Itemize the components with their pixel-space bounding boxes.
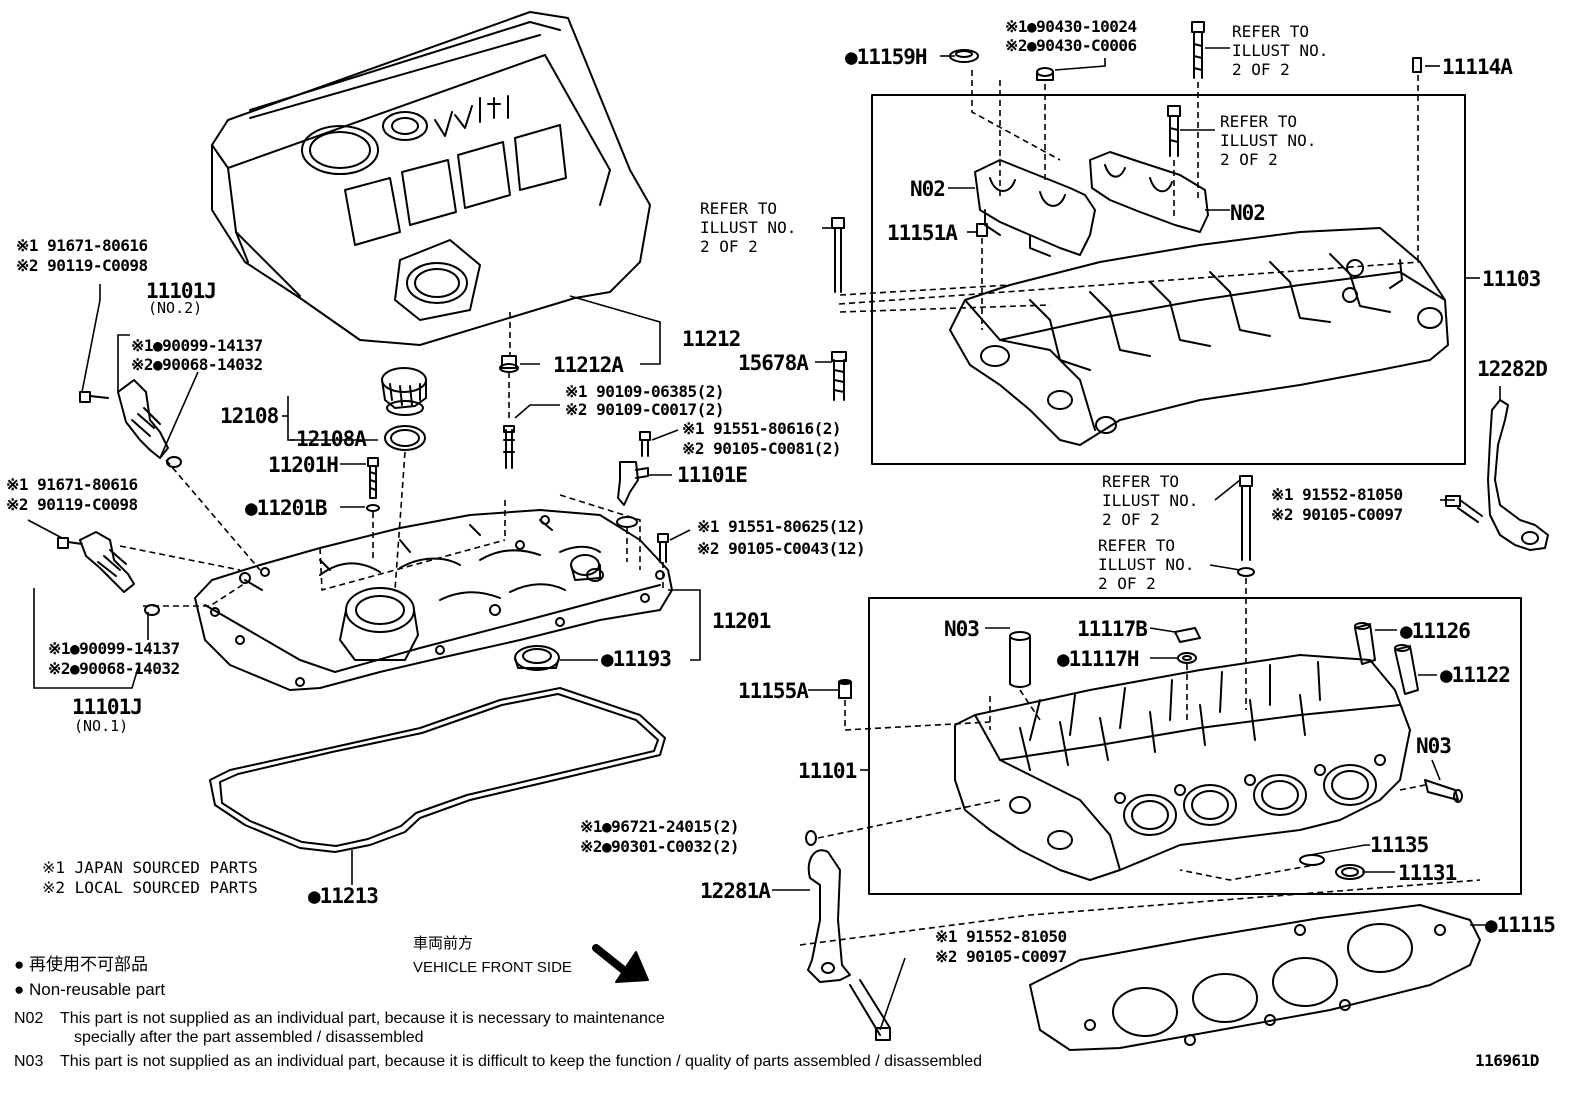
part-label-12281A[interactable]: 12281A: [700, 879, 771, 903]
part-label-90105-c0097-top[interactable]: ※2 90105-C0097: [1271, 505, 1403, 524]
cylinder-head-drawing: [954, 654, 1411, 881]
part-label-n03-right[interactable]: N03: [1416, 734, 1452, 758]
part-label-91552-81050-bottom[interactable]: ※1 91552-81050: [935, 927, 1067, 946]
part-label-12108[interactable]: 12108: [220, 404, 279, 428]
engine-cover-drawing: [211, 11, 651, 346]
part-label-11212A[interactable]: 11212A: [553, 353, 624, 377]
part-label-90430-10024[interactable]: ※1●90430-10024: [1005, 17, 1137, 36]
cam-position-sensor-drawing: [616, 431, 651, 528]
part-label-11201B[interactable]: ●11201B: [245, 496, 328, 520]
part-label-11126[interactable]: ●11126: [1400, 619, 1471, 643]
part-label-11135[interactable]: 11135: [1370, 833, 1429, 857]
part-label-90068-14032-no1[interactable]: ※2●90068-14032: [48, 659, 180, 678]
part-label-90119-c0098-no1[interactable]: ※2 90119-C0098: [6, 495, 138, 514]
part-label-90105-c0097-bottom[interactable]: ※2 90105-C0097: [935, 947, 1067, 966]
oil-control-valve-no1-drawing: [57, 531, 160, 616]
part-label-90099-14137-no1[interactable]: ※1●90099-14137: [48, 639, 180, 658]
part-label-11122[interactable]: ●11122: [1440, 663, 1511, 687]
part-label-n03-tube[interactable]: N03: [944, 617, 980, 641]
part-label-90109-06385[interactable]: ※1 90109-06385(2): [565, 382, 725, 401]
part-label-90109-c0017[interactable]: ※2 90109-C0017(2): [565, 400, 725, 419]
part-label-91671-80616-no2[interactable]: ※1 91671-80616: [16, 236, 148, 255]
part-label-90430-c0006[interactable]: ※2●90430-C0006: [1005, 36, 1137, 55]
part-label-90105-c0081[interactable]: ※2 90105-C0081(2): [682, 439, 842, 458]
valve-no1-caption: (NO.1): [74, 717, 129, 735]
part-label-11101J-no1[interactable]: 11101J: [72, 695, 143, 719]
part-label-11101[interactable]: 11101: [798, 759, 857, 783]
part-label-11117H[interactable]: ●11117H: [1057, 647, 1140, 671]
part-label-96721-24015[interactable]: ※1●96721-24015(2): [580, 817, 740, 836]
note-local-sourced: ※2 LOCAL SOURCED PARTS: [42, 878, 258, 897]
part-label-90099-14137-no2[interactable]: ※1●90099-14137: [131, 336, 263, 355]
oil-control-valve-no2-drawing: [79, 379, 182, 468]
note-japan-sourced: ※1 JAPAN SOURCED PARTS: [42, 858, 258, 877]
camshaft-bearing-cap-drawing: [949, 49, 1209, 257]
part-label-11213[interactable]: ●11213: [308, 884, 379, 908]
note-n03-text: This part is not supplied as an individu…: [60, 1053, 982, 1070]
legend-nonreusable-jp: ● 再使用不可部品: [14, 955, 148, 974]
part-label-90105-c0043[interactable]: ※2 90105-C0043(12): [697, 539, 866, 558]
note-n02-text-2: specially after the part assembled / dis…: [74, 1029, 424, 1046]
part-label-11101E[interactable]: 11101E: [677, 463, 748, 487]
part-label-91552-81050-top[interactable]: ※1 91552-81050: [1271, 485, 1403, 504]
part-label-11131[interactable]: 11131: [1398, 861, 1457, 885]
head-gasket-drawing: [1029, 904, 1481, 1051]
part-label-11212[interactable]: 11212: [682, 327, 741, 351]
part-label-91551-80625[interactable]: ※1 91551-80625(12): [697, 517, 866, 536]
part-label-11201H[interactable]: 11201H: [268, 453, 339, 477]
part-label-11193[interactable]: ●11193: [601, 647, 672, 671]
part-label-11151A[interactable]: 11151A: [887, 221, 958, 245]
part-label-11117B[interactable]: 11117B: [1077, 617, 1148, 641]
engine-hanger-12281A-drawing: [807, 849, 891, 1041]
part-label-91671-80616-no1[interactable]: ※1 91671-80616: [6, 475, 138, 494]
part-label-11115[interactable]: ●11115: [1485, 913, 1556, 937]
part-label-11155A[interactable]: 11155A: [738, 679, 809, 703]
diagram-id: 116961D: [1475, 1051, 1539, 1070]
bolt-11201H-drawing: [366, 457, 380, 512]
part-label-11114A[interactable]: 11114A: [1442, 55, 1513, 79]
front-side-jp: 車両前方: [413, 935, 474, 952]
part-label-n02-left[interactable]: N02: [910, 177, 946, 201]
note-n03-code: N03: [14, 1053, 44, 1070]
part-label-12282D[interactable]: 12282D: [1477, 357, 1548, 381]
part-label-n02-right[interactable]: N02: [1230, 201, 1266, 225]
camshaft-housing-drawing: [949, 227, 1449, 446]
legend-nonreusable-en: ● Non-reusable part: [14, 980, 166, 999]
part-label-11103[interactable]: 11103: [1482, 267, 1541, 291]
part-label-15678A[interactable]: 15678A: [738, 351, 809, 375]
valve-no2-caption: (NO.2): [148, 299, 203, 317]
front-side-en: VEHICLE FRONT SIDE: [413, 959, 572, 976]
engine-hanger-12282D-drawing: [1445, 399, 1549, 551]
part-label-90119-c0098-no2[interactable]: ※2 90119-C0098: [16, 256, 148, 275]
part-label-11201[interactable]: 11201: [712, 609, 771, 633]
part-label-12108A[interactable]: 12108A: [296, 427, 367, 451]
part-label-90301-c0032[interactable]: ※2●90301-C0032(2): [580, 837, 740, 856]
note-n02-text-1: This part is not supplied as an individu…: [60, 1010, 665, 1027]
grommet-11212A-drawing: [501, 355, 517, 369]
head-cover-gasket-drawing: [209, 687, 666, 853]
part-label-11101J-no2[interactable]: 11101J: [146, 279, 217, 303]
part-label-91551-80616[interactable]: ※1 91551-80616(2): [682, 419, 842, 438]
note-n02-code: N02: [14, 1010, 44, 1027]
oil-filler-cap-drawing: [381, 367, 427, 451]
part-label-90068-14032-no2[interactable]: ※2●90068-14032: [131, 355, 263, 374]
part-label-11159H[interactable]: ●11159H: [845, 45, 928, 69]
